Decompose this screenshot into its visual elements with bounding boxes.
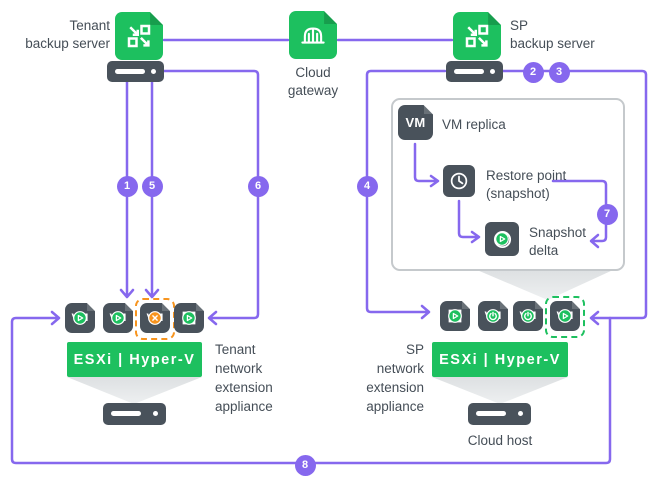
restore-point-icon <box>443 165 475 197</box>
step-1-badge: 1 <box>116 175 138 197</box>
tenant-vm-2-icon: VM <box>103 303 133 333</box>
panel-shadow <box>477 270 613 300</box>
tenant-server-hardware-icon <box>107 61 164 82</box>
rack-led <box>518 411 523 416</box>
sp-appliance-label: SP network extension appliance <box>366 342 424 415</box>
vm-replica-icon: VM <box>398 105 433 140</box>
rack-slot <box>476 411 506 416</box>
sp-vm-3-icon: VM <box>550 301 580 331</box>
cloud-host-hardware-icon <box>468 403 531 425</box>
cloud-gateway-label: Cloud gateway <box>287 65 339 98</box>
tenant-backup-server-icon <box>115 12 163 60</box>
play-badge-icon <box>182 311 196 325</box>
restore-point-label: Restore point (snapshot) <box>486 168 567 201</box>
power-badge-icon <box>486 309 500 323</box>
vm-label: VM <box>405 115 426 130</box>
power-badge-icon <box>521 309 535 323</box>
replica-vm-highlight <box>545 296 585 338</box>
wire-step-6 <box>162 69 260 326</box>
snapshot-delta-label: Snapshot delta <box>529 225 587 258</box>
tenant-appliance-label: Tenant network extension appliance <box>215 342 273 415</box>
rack-led <box>151 69 156 74</box>
play-badge-icon <box>73 311 87 325</box>
sp-backup-server-icon <box>453 12 501 60</box>
rack-led <box>153 411 158 416</box>
sp-backup-server-label: SP backup server <box>510 18 595 51</box>
sp-vm-1-icon: VM <box>478 301 508 331</box>
tenant-platform-bar: ESXi | Hyper-V <box>67 342 202 377</box>
play-badge-icon <box>448 309 462 323</box>
backup-server-glyph <box>465 24 489 48</box>
step-8-badge: 8 <box>294 454 316 476</box>
step-6-badge: 6 <box>247 175 269 197</box>
step-3-badge: 3 <box>548 61 570 83</box>
step-5-badge: 5 <box>141 175 163 197</box>
sp-host-shadow <box>432 377 568 404</box>
sp-vm-2-icon: VM <box>513 301 543 331</box>
tenant-vm-1-icon: VM <box>65 303 95 333</box>
tenant-host-shadow <box>67 377 202 404</box>
tenant-network-appliance-icon <box>174 303 204 333</box>
sp-network-appliance-icon <box>440 301 470 331</box>
sp-platform-bar: ESXi | Hyper-V <box>432 342 568 377</box>
error-badge-icon <box>148 311 162 325</box>
play-badge-icon <box>495 232 509 246</box>
rack-led <box>490 69 495 74</box>
vm-replica-label: VM replica <box>442 117 506 132</box>
play-badge-icon <box>558 309 572 323</box>
cloud-host-label: Cloud host <box>467 433 533 448</box>
tenant-backup-server-label: Tenant backup server <box>25 18 110 51</box>
snapshot-delta-icon <box>485 222 519 256</box>
rack-slot <box>454 69 484 74</box>
step-7-badge: 7 <box>596 203 618 225</box>
rack-slot <box>111 411 141 416</box>
tenant-vm-3-icon: VM <box>140 303 170 333</box>
cloud-gateway-icon <box>289 11 337 59</box>
step-4-badge: 4 <box>356 175 378 197</box>
bridge-glyph <box>301 27 325 44</box>
backup-server-glyph <box>127 24 151 48</box>
play-badge-icon <box>111 311 125 325</box>
step-2-badge: 2 <box>522 61 544 83</box>
tenant-host-hardware-icon <box>103 403 166 425</box>
rack-slot <box>115 69 145 74</box>
sp-server-hardware-icon <box>446 61 503 82</box>
clock-glyph <box>450 172 468 190</box>
